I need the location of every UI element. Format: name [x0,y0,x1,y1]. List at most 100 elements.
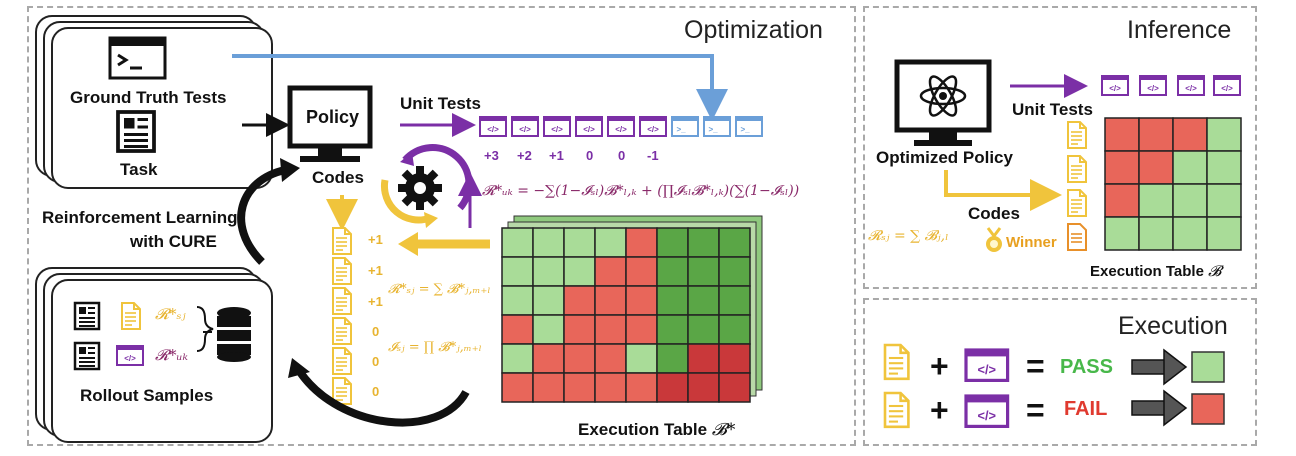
rl-label-line2: with CURE [130,232,217,251]
opt-table-cell [687,343,720,374]
test-reward: 0 [618,148,626,163]
execution-title: Execution [1118,312,1228,340]
gear-icon [398,166,442,210]
brace [196,306,214,352]
opt-table-cell [532,227,565,258]
policy-monitor-icon [287,85,373,162]
pass-cell [1191,351,1225,383]
inf-table-cell [1104,216,1140,251]
inf-table-cell [1206,150,1242,185]
opt-table-cell [563,285,596,316]
inf-table-caption-text: Execution Table [1090,263,1204,280]
code-reward: 0 [372,384,380,399]
opt-code-column [332,227,352,405]
codes-label: Codes [312,168,364,187]
opt-table-cell [718,227,751,258]
plus-sign: + [930,348,949,384]
inf-execution-table [1104,117,1242,251]
medal-icon [986,227,1002,252]
rollout-newspaper-icon [73,341,101,371]
atom-monitor-icon [894,59,992,146]
opt-table-cell [625,372,658,403]
code-reward: 0 [372,354,380,369]
inf-table-cell [1104,183,1140,218]
rollout-test-icon [116,345,144,366]
opt-table-cell [718,314,751,345]
fail-cell [1191,393,1225,425]
opt-table-cell [656,227,689,258]
inference-title: Inference [1127,16,1232,44]
inf-table-cell [1206,216,1242,251]
opt-table-cell [687,372,720,403]
opt-table-cell [532,314,565,345]
opt-table-cell [594,227,627,258]
fail-label: FAIL [1064,398,1108,420]
exec-arrow [1131,348,1188,427]
opt-table-cell [501,372,534,403]
opt-table-cell [656,256,689,287]
opt-table-cell [625,343,658,374]
optimized-policy-label: Optimized Policy [876,148,1013,167]
inf-formula: 𝓡ₛⱼ = ∑ 𝓑ⱼ,ₗ [868,228,949,244]
inf-table-cell [1138,150,1174,185]
winner-label: Winner [1006,234,1057,251]
inf-table-symbol: 𝓑 [1208,262,1222,280]
test-reward-formula: 𝓡*ᵤₖ = −∑(1−𝓘ₛₗ)𝓑*ₗ,ₖ + (∏𝓘ₛₗ𝓑*ₗ,ₖ)(∑(1−… [482,183,800,199]
opt-table-cell [501,285,534,316]
inf-table-cell [1172,117,1208,152]
equals-sign: = [1026,348,1045,384]
test-reward: -1 [647,148,659,163]
indicator-formula: 𝓘ₛⱼ = ∏ 𝓑*ⱼ,ₘ₊ₗ [388,340,482,355]
opt-table-cell [687,314,720,345]
inf-table-cell [1104,150,1140,185]
opt-table-cell [501,227,534,258]
inf-table-cell [1172,183,1208,218]
inf-unit-tests [1101,75,1241,96]
exec-code-icon [883,343,910,381]
opt-table-cell [656,343,689,374]
opt-table-caption-text: Execution Table [578,420,708,439]
rollout-code-icon [121,302,141,330]
opt-table-cell [532,343,565,374]
opt-table-cell [594,372,627,403]
database-icon [217,307,251,362]
terminal-icon [108,36,167,80]
opt-table-cell [563,372,596,403]
opt-unit-tests [479,116,763,137]
opt-table-cell [594,285,627,316]
opt-table-cell [687,285,720,316]
opt-table-cell [563,256,596,287]
policy-label: Policy [306,107,360,127]
test-reward: +2 [517,148,532,163]
inf-table-cell [1172,216,1208,251]
opt-table-cell [656,372,689,403]
inf-unit-tests-label: Unit Tests [1012,100,1093,119]
test-reward: +1 [549,148,564,163]
opt-table-cell [532,372,565,403]
inf-table-cell [1104,117,1140,152]
inf-code-column [1067,121,1087,251]
opt-table-caption: Execution Table 𝓑* [578,420,735,440]
test-reward: +3 [484,148,499,163]
sample-reward-code: 𝓡*ₛⱼ [155,305,186,323]
opt-table-cell [687,256,720,287]
code-reward: 0 [372,324,380,339]
opt-table-cell [718,256,751,287]
code-reward: +1 [368,263,383,278]
inf-table-cell [1138,117,1174,152]
opt-table-cell [563,314,596,345]
opt-table-cell [501,343,534,374]
exec-test-icon [964,348,1010,382]
code-reward-formula: 𝓡*ₛⱼ = ∑ 𝓑*ⱼ,ₘ₊ₗ [388,282,491,297]
optimization-title: Optimization [684,16,823,44]
opt-table-symbol: 𝓑* [711,420,736,440]
rollout-newspaper-icon [73,301,101,331]
optimization-panel [27,6,856,446]
rl-label-line1: Reinforcement Learning [42,208,238,227]
opt-table-cell [563,227,596,258]
code-reward: +1 [368,294,383,309]
opt-table-cell [656,314,689,345]
opt-table-cell [718,372,751,403]
unit-tests-label: Unit Tests [400,94,481,113]
